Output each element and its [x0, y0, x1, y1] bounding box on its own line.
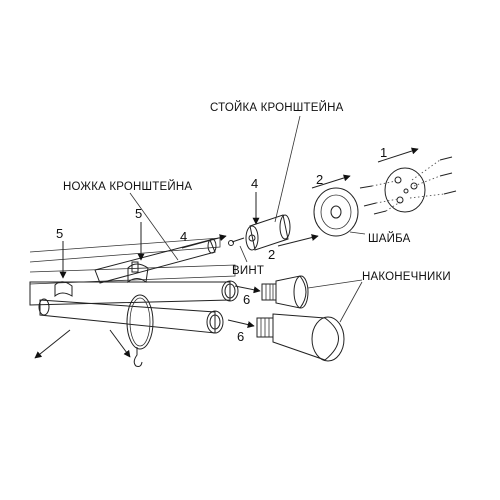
leader-end-cap-upper — [307, 279, 363, 289]
upper-main-rod — [29, 280, 239, 306]
leader-washer — [349, 231, 366, 235]
lower-main-rod — [38, 298, 224, 334]
label-washer: ШАЙБА — [368, 232, 411, 245]
leader-end-cap-lower — [339, 281, 363, 323]
end-cap-lower — [256, 313, 345, 362]
label-bracket-leg: НОЖКА КРОНШТЕЙНА — [63, 180, 192, 193]
end-cap-upper — [261, 275, 309, 309]
step-number-5-middle: 5 — [135, 206, 142, 221]
washer — [313, 187, 359, 237]
step-number-1: 1 — [380, 145, 387, 160]
leader-lines — [129, 115, 366, 323]
leader-bracket-leg — [129, 192, 179, 261]
rod-holder-middle — [127, 261, 149, 284]
arrow-step-2-lower — [277, 234, 319, 247]
arrow-step-6-lower — [227, 319, 255, 328]
step-number-6-lower: 6 — [237, 329, 244, 344]
arrow-hang-right — [109, 329, 131, 358]
step-number-6-upper: 6 — [243, 292, 250, 307]
label-bracket-post: СТОЙКА КРОНШТЕЙНА — [210, 101, 344, 114]
step-number-5-left: 5 — [56, 226, 63, 241]
step-number-2-upper: 2 — [316, 172, 323, 187]
arrow-step-1 — [377, 147, 419, 163]
small-screw — [228, 237, 245, 246]
step-arrows — [34, 147, 419, 359]
step-number-4-horizontal: 4 — [180, 229, 187, 244]
curtain-ring — [126, 294, 154, 367]
leader-bracket-post — [274, 115, 301, 223]
wall-screws — [359, 156, 457, 215]
arrow-step-6-upper — [234, 285, 261, 294]
arrow-step-2-upper — [311, 174, 351, 189]
upper-thin-rod — [29, 237, 221, 263]
leader-screw — [239, 245, 248, 263]
step-number-4-vertical: 4 — [251, 176, 258, 191]
step-number-2-lower: 2 — [268, 247, 275, 262]
label-end-caps: НАКОНЕЧНИКИ — [362, 271, 451, 283]
wall-plate — [384, 167, 426, 213]
bracket-post — [245, 214, 291, 251]
bracket-leg — [94, 238, 217, 284]
arrow-hang-left — [34, 329, 71, 359]
arrow-step-4-horizontal — [181, 234, 227, 249]
label-screw: ВИНТ — [232, 265, 264, 277]
rod-holder-left — [54, 281, 73, 298]
